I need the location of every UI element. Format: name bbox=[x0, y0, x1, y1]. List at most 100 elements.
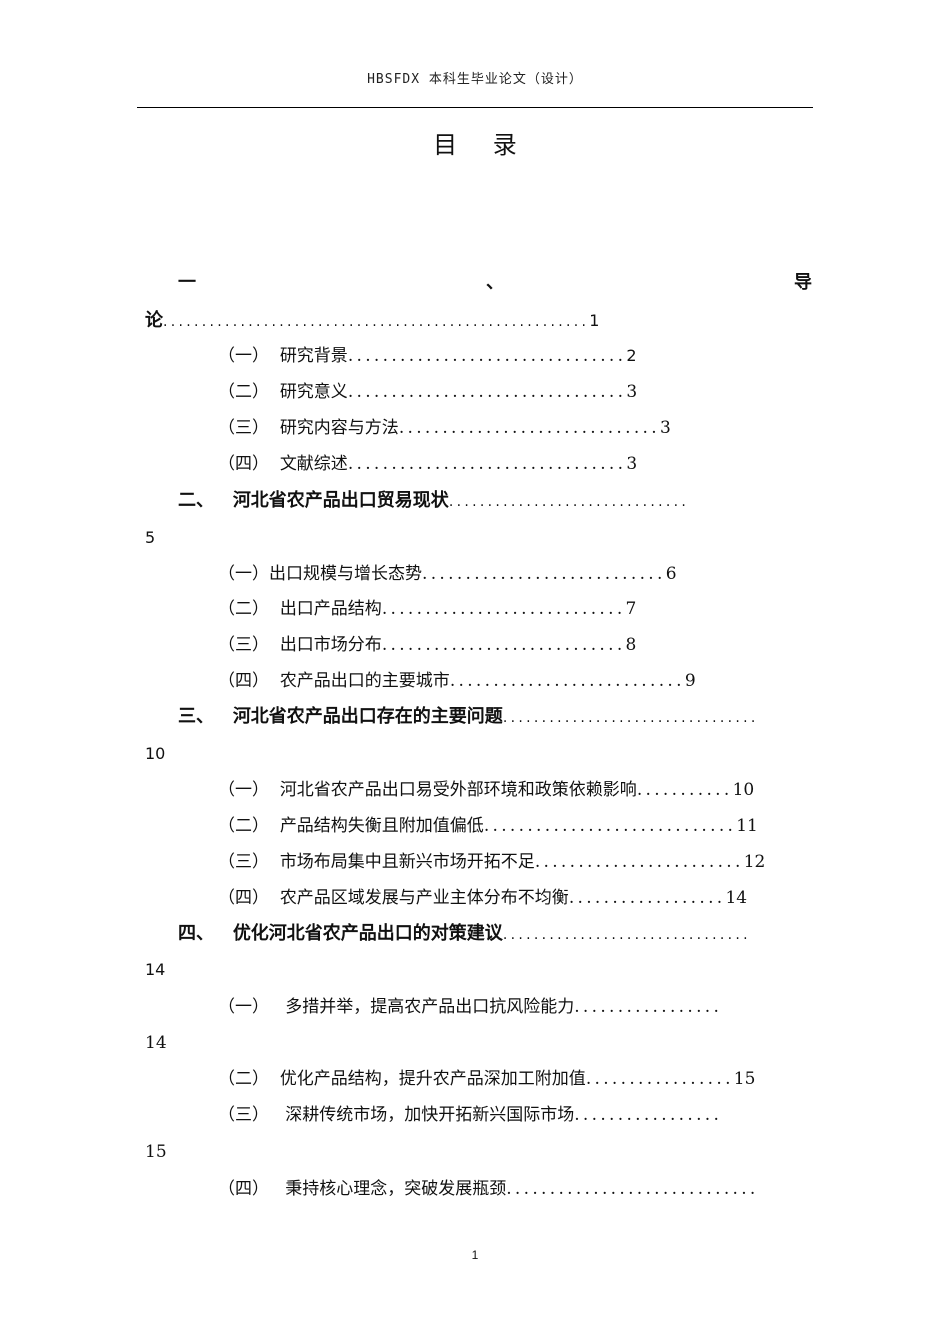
toc-label: 出口市场分布 bbox=[279, 635, 382, 655]
toc-page-number: 7 bbox=[625, 599, 637, 619]
toc-number: （二） bbox=[218, 1069, 269, 1089]
toc-leader-dots: ........... bbox=[636, 780, 733, 800]
toc-number: （二） bbox=[218, 816, 269, 836]
toc-leader-dots: .............................. bbox=[398, 418, 660, 438]
toc-entry-4-2[interactable]: （二） 优化产品结构，提升农产品深加工附加值.................1… bbox=[218, 1066, 755, 1092]
toc-number: （三） bbox=[218, 1105, 269, 1125]
toc-page-number: 3 bbox=[626, 454, 638, 474]
toc-leader-dots: ............................ bbox=[381, 635, 626, 655]
toc-leader-dots: .................. bbox=[568, 888, 726, 908]
toc-label: 优化河北省农产品出口的对策建议 bbox=[232, 923, 503, 944]
toc-entry-1[interactable]: 一 、 导 bbox=[178, 270, 812, 296]
toc-number: （一） bbox=[218, 564, 269, 584]
toc-entry-3-1[interactable]: （一） 河北省农产品出口易受外部环境和政策依赖影响...........10 bbox=[218, 777, 754, 803]
toc-page-number: 5 bbox=[145, 528, 156, 547]
page-number-footer: 1 bbox=[471, 1248, 479, 1262]
toc-page-number: 10 bbox=[732, 780, 755, 800]
toc-entry-3-4[interactable]: （四） 农产品区域发展与产业主体分布不均衡..................1… bbox=[218, 885, 747, 911]
toc-entry-2[interactable]: 二、 河北省农产品出口贸易现状.........................… bbox=[178, 488, 812, 514]
toc-label: 产品结构失衡且附加值偏低 bbox=[279, 816, 484, 836]
toc-label: 秉持核心理念，突破发展瓶颈 bbox=[285, 1179, 507, 1199]
toc-entry-4-1-page-line: 14 bbox=[145, 1030, 167, 1056]
page-header: HBSFDX 本科生毕业论文（设计） bbox=[367, 72, 583, 87]
toc-entry-4-1[interactable]: （一） 多措并举，提高农产品出口抗风险能力................. bbox=[218, 994, 812, 1020]
toc-page-number: 15 bbox=[145, 1142, 167, 1162]
toc-page-number: 3 bbox=[626, 382, 638, 402]
toc-entry-1-cont: 论 bbox=[145, 310, 163, 331]
toc-leader-dots: ................................ bbox=[502, 927, 751, 943]
toc-page-number: 9 bbox=[684, 671, 696, 691]
toc-leader-dots: ................................ bbox=[347, 454, 627, 474]
toc-page-number: 14 bbox=[145, 960, 166, 979]
toc-entry-1-part2: 、 bbox=[486, 272, 504, 293]
toc-entry-1-part3: 导 bbox=[794, 272, 812, 293]
toc-number: （四） bbox=[218, 888, 269, 908]
toc-entry-2-4[interactable]: （四） 农产品出口的主要城市..........................… bbox=[218, 668, 696, 694]
toc-label: 深耕传统市场，加快开拓新兴国际市场 bbox=[285, 1105, 575, 1125]
toc-page-number: 3 bbox=[659, 418, 671, 438]
toc-entry-4-page-line: 14 bbox=[145, 957, 165, 983]
toc-label: 研究背景 bbox=[279, 346, 348, 366]
toc-entry-3-3[interactable]: （三） 市场布局集中且新兴市场开拓不足.....................… bbox=[218, 849, 765, 875]
toc-label: 优化产品结构，提升农产品深加工附加值 bbox=[279, 1069, 586, 1089]
toc-number: （三） bbox=[218, 635, 269, 655]
toc-page-number: 10 bbox=[145, 744, 166, 763]
toc-page-number: 6 bbox=[665, 564, 677, 584]
toc-label: 出口产品结构 bbox=[279, 599, 382, 619]
toc-number: （二） bbox=[218, 599, 269, 619]
toc-entry-4-4[interactable]: （四） 秉持核心理念，突破发展瓶颈.......................… bbox=[218, 1176, 812, 1202]
toc-entry-1-4[interactable]: （四） 文献综述................................… bbox=[218, 451, 637, 477]
toc-number: 四、 bbox=[178, 923, 214, 944]
toc-entry-4-3[interactable]: （三） 深耕传统市场，加快开拓新兴国际市场................. bbox=[218, 1102, 812, 1128]
toc-label: 河北省农产品出口贸易现状 bbox=[232, 490, 449, 511]
toc-leader-dots: ............................ bbox=[381, 599, 626, 619]
toc-entry-3-page-line: 10 bbox=[145, 741, 165, 767]
toc-title: 目 录 bbox=[433, 131, 531, 159]
toc-leader-dots: ........................ bbox=[534, 852, 744, 872]
toc-page-number: 12 bbox=[743, 852, 766, 872]
toc-page-number: 11 bbox=[736, 816, 758, 836]
toc-label: 出口规模与增长态势 bbox=[269, 564, 422, 584]
toc-leader-dots: ................................ bbox=[347, 382, 627, 402]
toc-number: （二） bbox=[218, 382, 269, 402]
toc-label: 农产品区域发展与产业主体分布不均衡 bbox=[279, 888, 569, 908]
toc-label: 研究意义 bbox=[279, 382, 348, 402]
toc-page-number: 14 bbox=[725, 888, 748, 908]
toc-label: 市场布局集中且新兴市场开拓不足 bbox=[279, 852, 535, 872]
toc-entry-1-2[interactable]: （二） 研究意义................................… bbox=[218, 379, 637, 405]
toc-page-number: 1 bbox=[589, 311, 600, 330]
toc-leader-dots: ........................... bbox=[449, 671, 685, 691]
toc-entry-1-3[interactable]: （三） 研究内容与方法.............................… bbox=[218, 415, 671, 441]
toc-leader-dots: ................................ bbox=[347, 346, 627, 366]
toc-entry-3[interactable]: 三、 河北省农产品出口存在的主要问题......................… bbox=[178, 704, 812, 730]
toc-label: 研究内容与方法 bbox=[279, 418, 399, 438]
toc-leader-dots: ............................. bbox=[506, 1179, 759, 1199]
header-divider bbox=[137, 107, 813, 108]
toc-leader-dots: ............................ bbox=[422, 564, 666, 584]
toc-number: （一） bbox=[218, 997, 269, 1017]
toc-entry-1-continued[interactable]: 论.......................................… bbox=[145, 308, 599, 334]
toc-entry-3-2[interactable]: （二） 产品结构失衡且附加值偏低........................… bbox=[218, 813, 758, 839]
toc-number: （一） bbox=[218, 780, 269, 800]
toc-leader-dots: ............................. bbox=[483, 816, 737, 836]
toc-entry-4[interactable]: 四、 优化河北省农产品出口的对策建议......................… bbox=[178, 921, 812, 947]
toc-entry-1-1[interactable]: （一） 研究背景................................… bbox=[218, 343, 637, 369]
toc-leader-dots: ................. bbox=[574, 1105, 723, 1125]
toc-number: 二、 bbox=[178, 490, 214, 511]
toc-label: 河北省农产品出口易受外部环境和政策依赖影响 bbox=[279, 780, 637, 800]
toc-label: 河北省农产品出口存在的主要问题 bbox=[232, 706, 503, 727]
toc-entry-4-3-page-line: 15 bbox=[145, 1139, 167, 1165]
toc-number: （四） bbox=[218, 1179, 269, 1199]
toc-number: （三） bbox=[218, 418, 269, 438]
toc-label: 文献综述 bbox=[279, 454, 348, 474]
toc-page-number: 8 bbox=[625, 635, 637, 655]
toc-entry-2-1[interactable]: （一）出口规模与增长态势............................… bbox=[218, 561, 677, 587]
toc-leader-dots: ............................... bbox=[448, 494, 690, 510]
toc-entry-2-page-line: 5 bbox=[145, 525, 155, 551]
toc-entry-2-2[interactable]: （二） 出口产品结构............................7 bbox=[218, 596, 636, 622]
toc-number: 三、 bbox=[178, 706, 214, 727]
toc-page-number: 14 bbox=[145, 1033, 167, 1053]
toc-label: 多措并举，提高农产品出口抗风险能力 bbox=[285, 997, 575, 1017]
toc-page-number: 2 bbox=[626, 346, 637, 365]
toc-entry-2-3[interactable]: （三） 出口市场分布............................8 bbox=[218, 632, 636, 658]
